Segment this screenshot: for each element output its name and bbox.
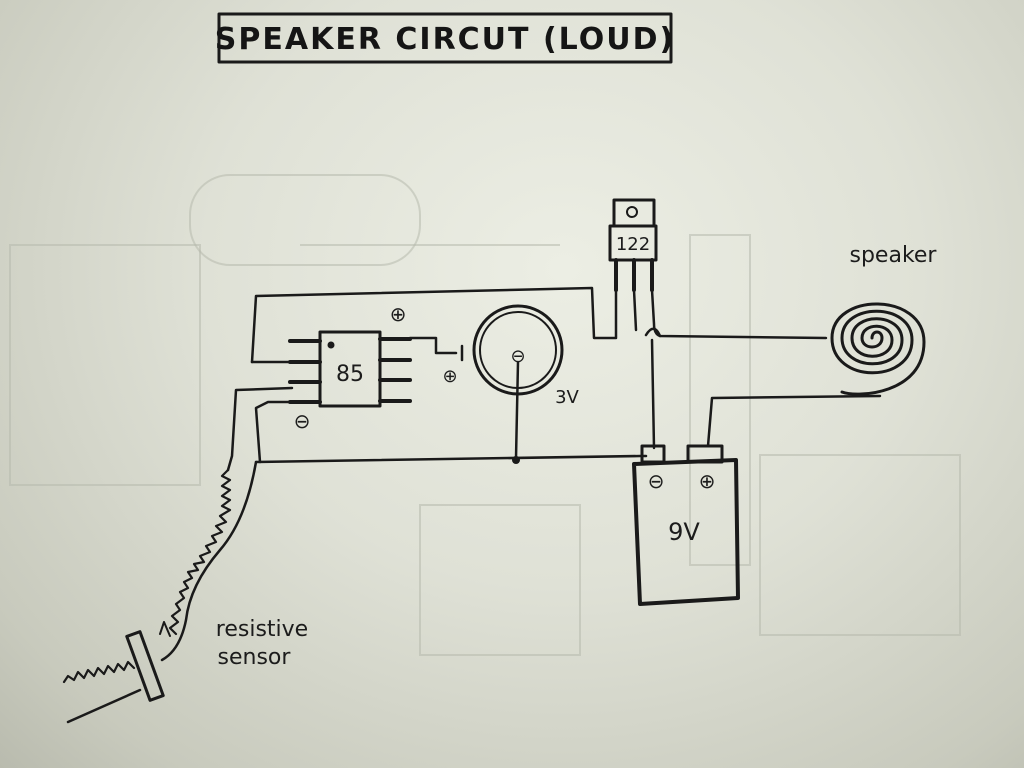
chip-pin1-dot xyxy=(327,341,335,349)
coin-cell-label: 3V xyxy=(555,387,579,408)
chip-plus-symbol: ⊕ xyxy=(390,302,407,326)
battery-plus-symbol: ⊕ xyxy=(699,469,716,493)
coin-cell-3v: ⊖ 3V xyxy=(472,304,580,408)
speaker-label: speaker xyxy=(850,243,938,268)
chip-minus-symbol: ⊖ xyxy=(294,409,311,433)
battery-label: 9V xyxy=(668,518,700,546)
sensor-label-line1: resistive xyxy=(216,617,308,642)
chip-label: 85 xyxy=(336,362,364,387)
sensor-label-line2: sensor xyxy=(218,645,292,670)
page-show-through xyxy=(9,174,961,656)
coin-cell-minus-symbol: ⊖ xyxy=(510,346,525,367)
wires xyxy=(160,286,882,662)
page-title: SPEAKER CIRCUT (LOUD) xyxy=(215,22,675,57)
transistor-122: 122 xyxy=(608,198,658,292)
battery-minus-symbol: ⊖ xyxy=(648,469,665,493)
coin-cell-plus-symbol: ⊕ xyxy=(442,366,457,387)
chip-85: 85 xyxy=(288,330,412,408)
resistive-sensor: resistive sensor xyxy=(62,468,308,724)
battery-9v: ⊖ ⊕ 9V xyxy=(632,444,740,606)
title-block: SPEAKER CIRCUT (LOUD) xyxy=(215,12,675,64)
transistor-label: 122 xyxy=(616,234,650,255)
junction-dot xyxy=(512,456,520,464)
speaker: speaker xyxy=(830,243,938,396)
